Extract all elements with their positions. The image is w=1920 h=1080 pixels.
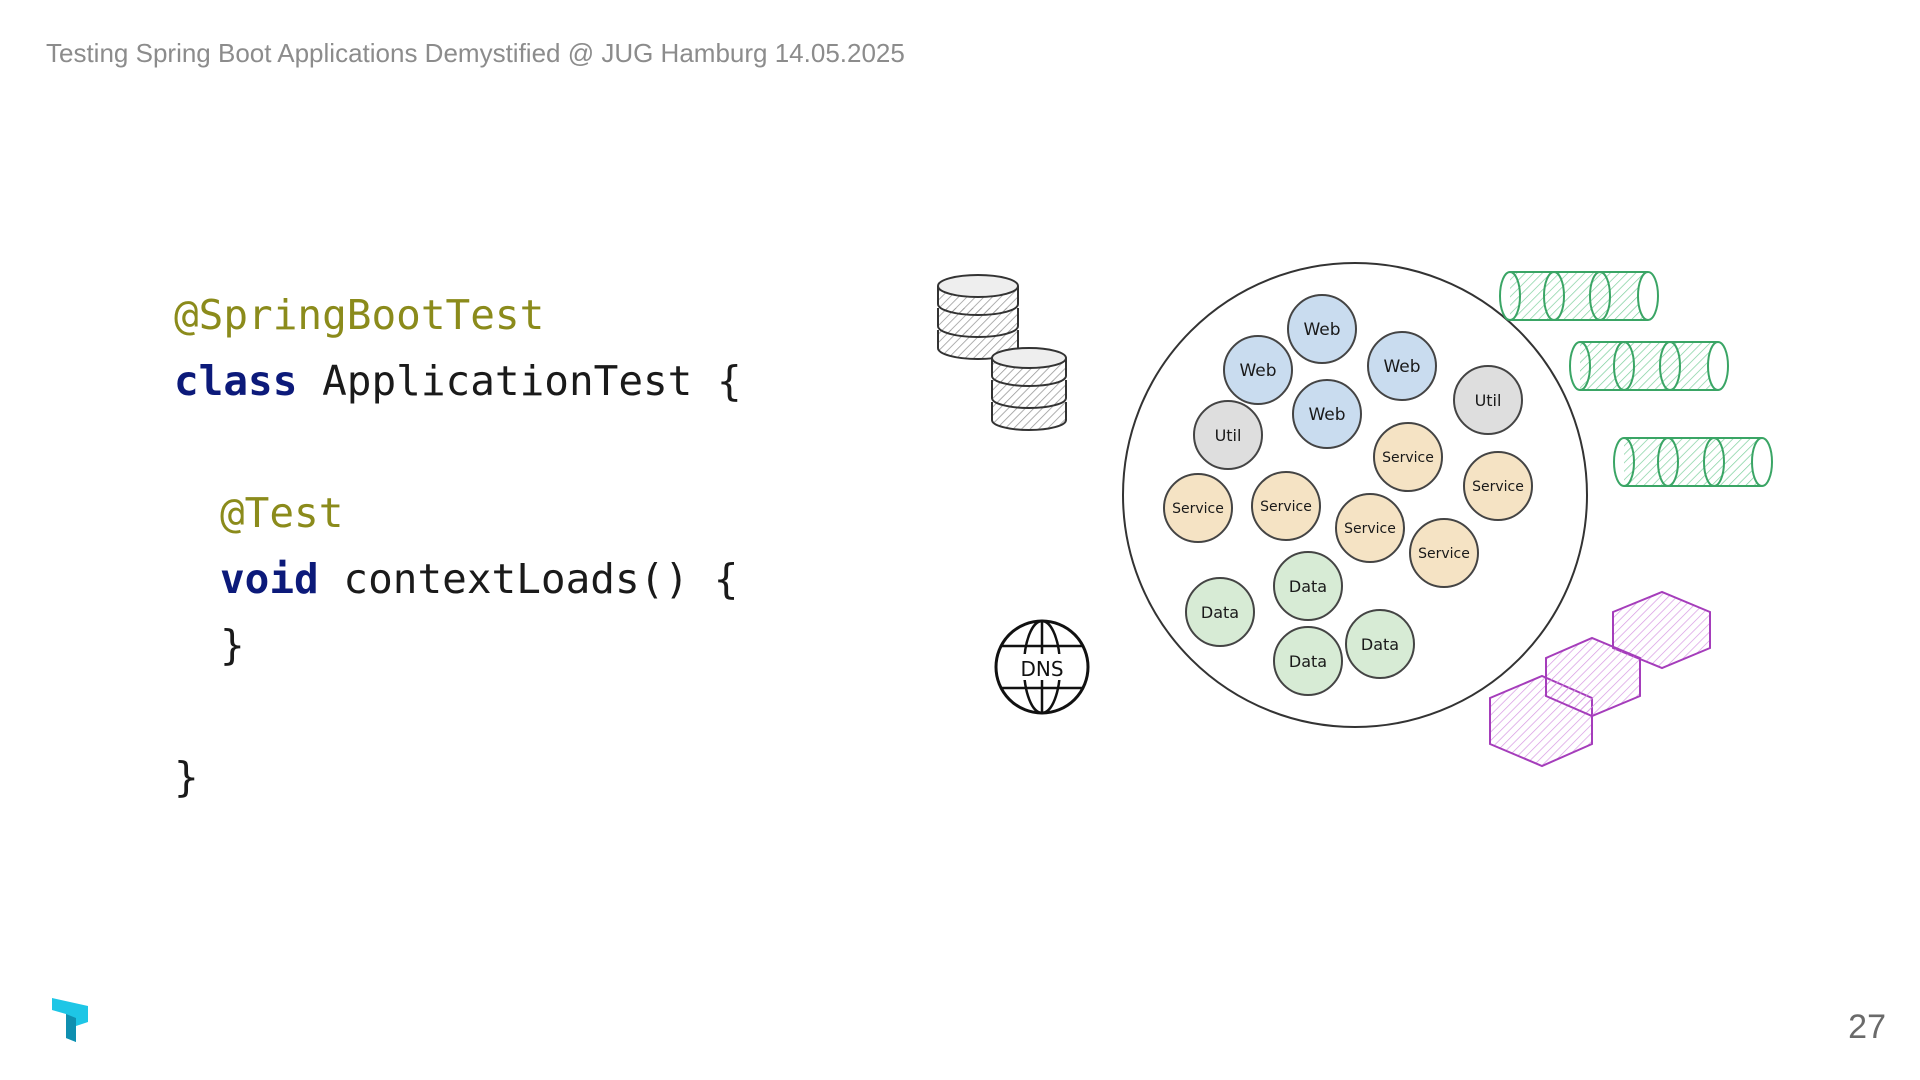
- class-keyword: class: [174, 357, 298, 405]
- data-bean: Data: [1185, 577, 1255, 647]
- util-bean: Util: [1193, 400, 1263, 470]
- data-bean-label: Data: [1289, 652, 1327, 671]
- queue-2: [1569, 341, 1729, 391]
- test-annotation: @Test: [220, 489, 344, 537]
- code-line-2: class ApplicationTest {: [174, 348, 742, 414]
- method-closing-brace: }: [220, 621, 245, 669]
- web-bean: Web: [1367, 331, 1437, 401]
- util-bean: Util: [1453, 365, 1523, 435]
- page-number: 27: [1848, 1008, 1886, 1046]
- hexagon: [1612, 590, 1711, 670]
- message-queue-icon: [1499, 271, 1773, 487]
- class-closing-brace: }: [174, 753, 199, 801]
- util-bean-label: Util: [1475, 391, 1502, 410]
- service-bean-label: Service: [1260, 499, 1312, 515]
- database-stack-1: [937, 274, 1019, 360]
- database-stack-2: [991, 347, 1067, 431]
- hexagon: [1545, 636, 1641, 718]
- springboottest-annotation: @SpringBootTest: [174, 291, 545, 339]
- data-bean: Data: [1273, 551, 1343, 621]
- class-declaration: ApplicationTest {: [297, 357, 742, 405]
- void-keyword: void: [220, 555, 319, 603]
- data-bean-label: Data: [1361, 635, 1399, 654]
- service-bean: Service: [1163, 473, 1233, 543]
- queue-3: [1613, 437, 1773, 487]
- service-bean-label: Service: [1344, 521, 1396, 537]
- queue-1: [1499, 271, 1659, 321]
- service-bean: Service: [1335, 493, 1405, 563]
- web-bean-label: Web: [1239, 361, 1276, 381]
- service-bean-label: Service: [1382, 450, 1434, 466]
- dns-globe-icon: DNS: [994, 619, 1090, 715]
- service-bean: Service: [1251, 471, 1321, 541]
- web-bean-label: Web: [1308, 405, 1345, 425]
- dns-label: DNS: [1020, 657, 1063, 681]
- service-bean-label: Service: [1172, 501, 1224, 517]
- application-context-diagram: DNS Web Web Web Web Util Util Service Se…: [937, 262, 1773, 768]
- service-bean-label: Service: [1472, 479, 1524, 495]
- code-line-1: @SpringBootTest: [174, 282, 742, 348]
- service-bean: Service: [1409, 518, 1479, 588]
- code-line-6: }: [174, 612, 742, 678]
- database-icon: [937, 274, 1067, 431]
- code-snippet: @SpringBootTest class ApplicationTest { …: [174, 282, 742, 810]
- web-bean-label: Web: [1303, 320, 1340, 340]
- hexagon-cluster-icon: [1489, 590, 1711, 768]
- service-bean: Service: [1373, 422, 1443, 492]
- slide-header: Testing Spring Boot Applications Demysti…: [46, 38, 905, 68]
- code-line-5: void contextLoads() {: [174, 546, 742, 612]
- data-bean: Data: [1273, 626, 1343, 696]
- service-bean: Service: [1463, 451, 1533, 521]
- code-line-7: [174, 678, 742, 744]
- code-line-8: }: [174, 744, 742, 810]
- web-bean-label: Web: [1383, 357, 1420, 377]
- code-line-4: @Test: [174, 480, 742, 546]
- brand-logo-icon: [52, 998, 88, 1042]
- web-bean: Web: [1292, 379, 1362, 449]
- util-bean-label: Util: [1215, 426, 1242, 445]
- data-bean-label: Data: [1201, 603, 1239, 622]
- data-bean-label: Data: [1289, 577, 1327, 596]
- service-bean-label: Service: [1418, 546, 1470, 562]
- web-bean: Web: [1287, 294, 1357, 364]
- code-line-3: [174, 414, 742, 480]
- web-bean: Web: [1223, 335, 1293, 405]
- method-declaration: contextLoads() {: [318, 555, 739, 603]
- data-bean: Data: [1345, 609, 1415, 679]
